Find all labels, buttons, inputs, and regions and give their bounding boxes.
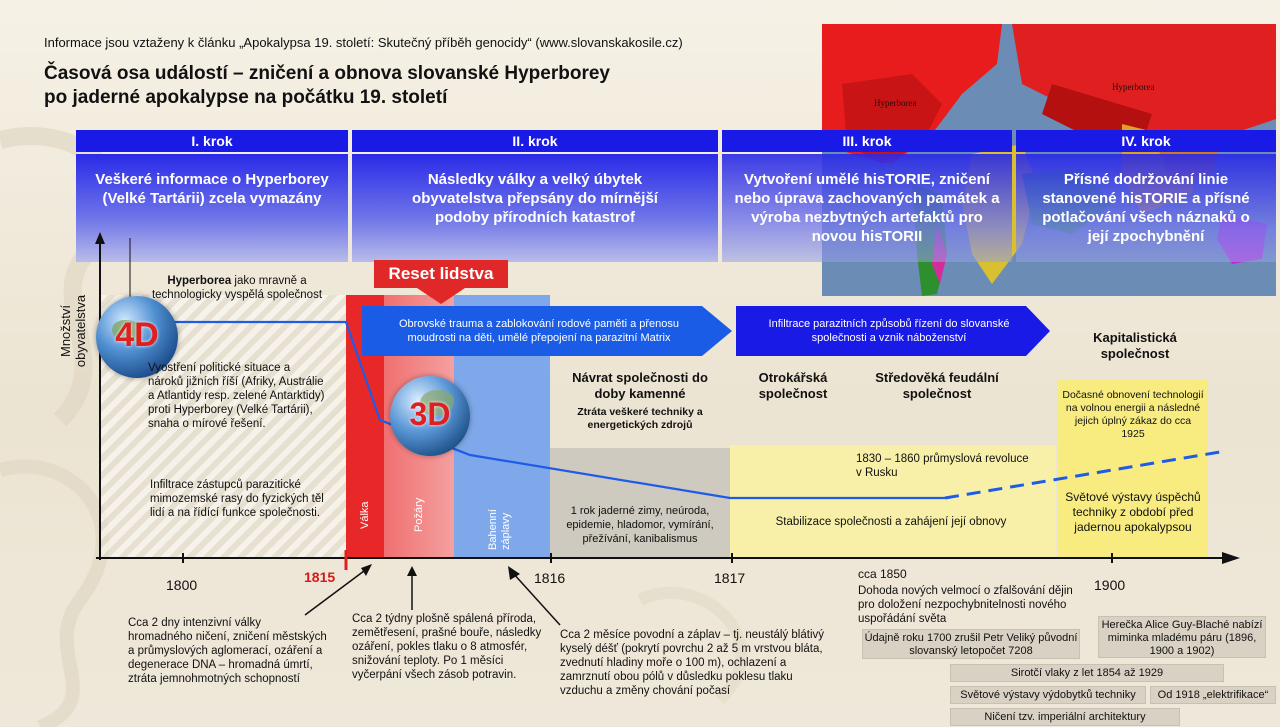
note-fires: Cca 2 týdny plošně spálená příroda, země… [352, 613, 542, 681]
tick-label-1817: 1817 [714, 570, 746, 586]
step-2-text: Následky války a velký úbytek obyvatelst… [352, 154, 718, 262]
globe-4d-label: 4D [115, 316, 159, 354]
actress-box: Herečka Alice Guy-Blaché nabízí miminka … [1098, 616, 1266, 658]
tick-label-1815: 1815 [304, 569, 336, 585]
y-axis-label-2: obyvatelstva [73, 294, 88, 368]
trauma-arrow-shape [362, 306, 732, 356]
world-expos-text: Světové výstavy úspěchů techniky z obdob… [1065, 490, 1201, 534]
infiltration-arrow-shape [736, 306, 1050, 356]
note-floods: Cca 2 měsíce povodní a záplav – tj. neus… [560, 629, 825, 697]
trauma-banner: Obrovské trauma a zablokování rodové pam… [398, 318, 680, 344]
slave-society-label: Otrokářská společnost [758, 370, 828, 401]
tick-label-1816: 1816 [534, 570, 566, 586]
alien-infiltration-text: Infiltrace zástupců parazitické mimozems… [150, 479, 324, 519]
infiltration-banner: Infiltrace parazitních způsobů řízení do… [768, 318, 1010, 344]
pointer-3 [511, 571, 561, 626]
stone-age-subtitle: Ztráta veškeré techniky a energetických … [577, 406, 703, 431]
globe-3d-icon: 3D [390, 376, 470, 456]
hyperborea-bold: Hyperborea [167, 275, 232, 287]
hyperborea-rest: jako mravně a technologicky vyspělá spol… [151, 275, 323, 301]
stabilization-band [730, 445, 1056, 557]
step-4-text: Přísné dodržování linie stanovené hisTOR… [1016, 154, 1276, 262]
expos-box: Světové výstavy výdobytků techniky [950, 686, 1146, 704]
tick-label-1900: 1900 [1094, 577, 1126, 593]
tick-label-1800: 1800 [166, 577, 198, 593]
capitalist-band [1058, 380, 1208, 557]
population-projection [944, 450, 1221, 500]
title-line-2: po jaderné apokalypse na počátku 19. sto… [44, 87, 448, 108]
page-title: Časová osa událostí – zničení a obnova s… [44, 62, 764, 110]
free-energy-text: Dočasné obnovení technologií na volnou e… [1062, 389, 1204, 440]
tick-label-1850: cca 1850 [858, 567, 907, 581]
step-3-header: III. krok [722, 130, 1012, 152]
capitalist-society-label: Kapitalistická společnost [1093, 330, 1177, 361]
step-4-header: IV. krok [1016, 130, 1276, 152]
feudal-society-label: Středověká feudální společnost [875, 370, 999, 401]
reset-banner: Reset lidstva [374, 260, 508, 288]
pointer-1 [304, 567, 369, 616]
step-2-header: II. krok [352, 130, 718, 152]
source-note: Informace jsou vztaženy k článku „Apokal… [44, 35, 683, 50]
stone-age-band [550, 448, 730, 557]
industrial-revolution-text: 1830 – 1860 průmyslová revoluce v Rusku [856, 453, 1029, 479]
x-axis-arrow [1222, 552, 1240, 564]
map-label-right: Hyperborea [1112, 82, 1154, 92]
y-axis-arrow [95, 232, 105, 244]
y-axis-label-1: Množství [58, 305, 73, 358]
stone-age-title: Návrat společnosti do doby kamenné [572, 370, 708, 401]
y-axis-label: Množství obyvatelstva [52, 270, 92, 390]
orphan-trains-box: Sirotčí vlaky z let 1854 až 1929 [950, 664, 1224, 682]
imperial-architecture-box: Ničení tzv. imperiální architektury [950, 708, 1180, 726]
politics-text: Vyostření politické situace a nároků již… [148, 362, 325, 430]
step-1-text: Veškeré informace o Hyperborey (Velké Ta… [76, 154, 348, 262]
title-line-1: Časová osa událostí – zničení a obnova s… [44, 63, 610, 84]
stabilization-text: Stabilizace společnosti a zahájení její … [775, 516, 1007, 528]
globe-3d-label: 3D [409, 396, 451, 432]
step-3-text: Vytvoření umělé hisTORIE, zničení nebo ú… [722, 154, 1012, 262]
reset-arrow [414, 286, 468, 304]
nuclear-winter-text: 1 rok jaderné zimy, neúroda, epidemie, h… [566, 505, 714, 545]
electrification-box: Od 1918 „elektrifikace“ [1150, 686, 1276, 704]
note-agreement: Dohoda nových velmocí o zfalšování dějin… [858, 585, 1073, 625]
note-war: Cca 2 dny intenzivní války hromadného ni… [128, 617, 327, 685]
globe-4d-icon: 4D [96, 296, 178, 378]
peter-the-great-box: Údajně roku 1700 zrušil Petr Veliký půvo… [862, 629, 1080, 659]
step-1-header: I. krok [76, 130, 348, 152]
map-label-left: Hyperborea [874, 98, 916, 108]
hyperborea-text: Hyperborea jako mravně a technologicky v… [150, 274, 324, 302]
